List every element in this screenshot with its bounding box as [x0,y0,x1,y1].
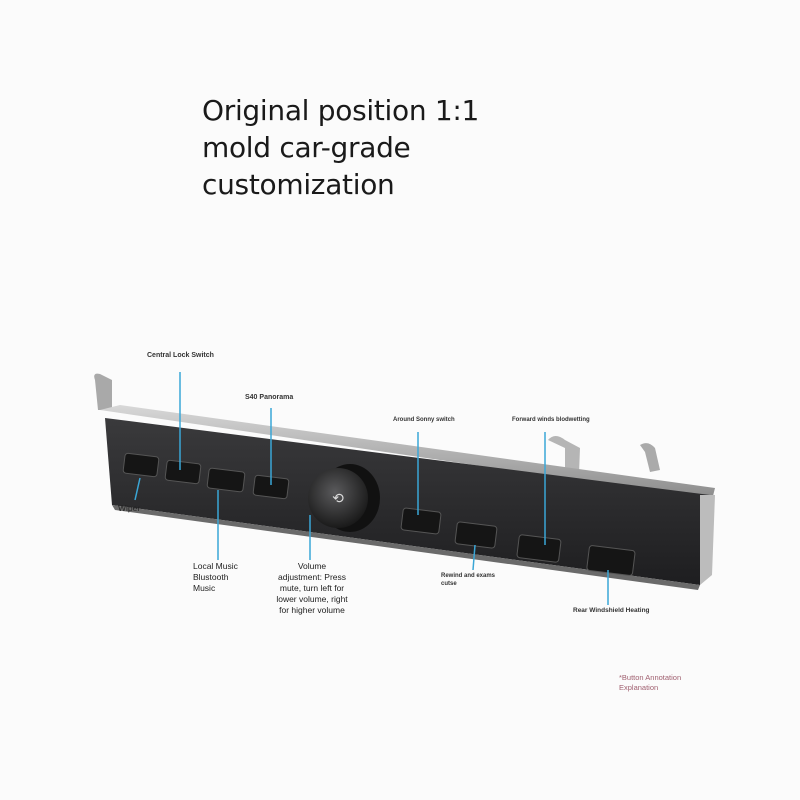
wiper-button[interactable] [122,452,160,478]
note-line: Explanation [619,683,659,692]
label-music: Local Music Blustooth Music [193,561,238,594]
mute-icon: ⟲ [332,491,344,507]
volume-knob[interactable]: ⟲ [308,464,380,532]
label-wiper: Wiper [118,503,141,513]
label-rear-heating: Rear Windshield Heating [573,607,650,614]
label-panorama: S40 Panorama [245,394,294,401]
label-rewind: Rewind and exams cutse [441,572,495,588]
headline-line: mold car-grade [202,131,411,164]
headline: Original position 1:1 mold car-grade cus… [202,92,479,203]
label-line: Music [193,583,216,593]
label-line: Local Music [193,561,238,571]
buttons [122,452,636,576]
label-line: cutse [441,581,457,587]
label-central-lock: Central Lock Switch [147,352,214,359]
leader-lines [134,372,609,605]
label-around: Around Sonny switch [393,417,455,423]
label-line: for higher volume [279,605,345,615]
note-line: *Button Annotation [619,673,682,682]
label-line: mute, turn left for [279,583,345,593]
rewind-button[interactable] [454,521,498,549]
label-line: Blustooth [193,572,229,582]
forward-button[interactable] [516,534,562,563]
headline-line: customization [202,168,395,201]
label-volume: Volume adjustment: Press mute, turn left… [262,561,362,616]
label-line: adjustment: Press [277,572,347,582]
headline-line: Original position 1:1 [202,94,480,127]
label-forward: Forward winds blodwetting [512,417,590,423]
around-button[interactable] [400,507,442,535]
annotation-note: *Button Annotation Explanation [619,673,681,693]
label-line: Volume [297,561,327,571]
label-line: lower volume, right [276,594,348,604]
rear-heating-button[interactable] [586,545,636,576]
central-lock-button[interactable] [164,459,202,485]
panorama-button[interactable] [252,474,290,500]
music-button[interactable] [206,467,246,493]
label-line: Rewind and exams [441,573,496,579]
